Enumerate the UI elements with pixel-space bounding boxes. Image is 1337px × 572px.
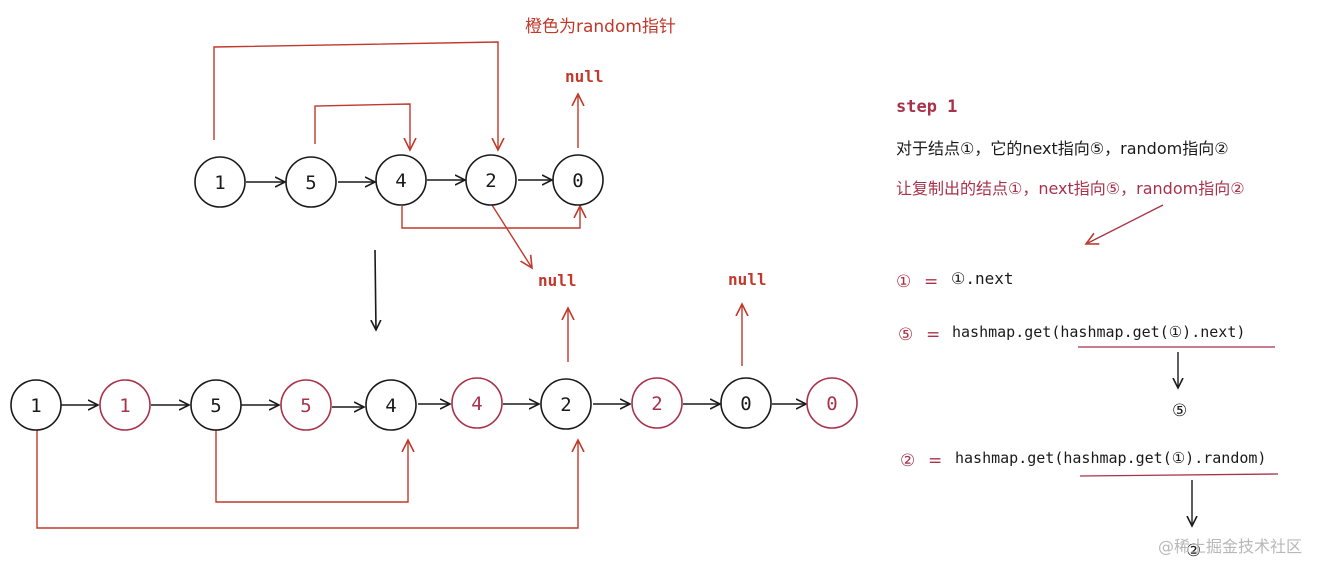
legend-text: 橙色为random指针 [525,17,676,37]
top-node-0-label: 0 [572,170,583,192]
bottom-node-orig-1: 1 [10,379,62,431]
bottom-node-copy-0: 0 [806,377,858,429]
bottom-node-orig-2-label: 2 [560,394,571,416]
top-node-4-label: 4 [395,170,406,192]
top-node-2-label: 2 [485,170,496,192]
bottom-random-5-to-4 [215,430,408,503]
note-pointer-arrow [1086,204,1164,244]
bottom-node-orig-4-label: 4 [385,395,396,417]
step-title: step 1 [896,97,957,117]
eq3-underline [1079,473,1279,477]
bottom-random-1-to-2 [36,430,578,529]
eq1-op: = [924,272,938,292]
eq3-lhs: ② [900,451,915,471]
top-node-1: 1 [194,156,246,208]
top-node-2: 2 [465,154,517,206]
top-node-5-label: 5 [305,172,316,194]
top-random-5-to-4 [314,103,410,150]
bottom-node-copy-5-label: 5 [300,395,311,417]
bottom-null-label: null [728,270,767,289]
eq3-rhs: hashmap.get(hashmap.get(①).random) [955,449,1266,467]
top-random-1-to-2 [213,41,498,150]
bottom-node-orig-5-label: 5 [210,395,221,417]
top-node-4: 4 [375,154,427,206]
bottom-node-copy-0-label: 0 [826,393,837,415]
bottom-node-orig-2: 2 [540,378,592,430]
bottom-node-copy-1: 1 [99,379,151,431]
top-list: 1 5 4 2 0 null null [194,41,604,290]
top-random-4-to-0 [401,206,580,229]
bottom-node-copy-4-label: 4 [471,393,482,415]
eq3-op: = [928,451,942,471]
bottom-node-orig-4: 4 [365,379,417,431]
top-node-0: 0 [552,154,604,206]
eq2-op: = [926,325,940,345]
eq1-rhs: ①.next [951,269,1014,288]
bottom-node-orig-1-label: 1 [30,395,41,417]
bottom-node-orig-0-label: 0 [740,393,751,415]
notes-panel: step 1 对于结点①，它的next指向⑤，random指向② 让复制出的结点… [896,97,1279,561]
transition-arrow-down [375,249,376,330]
eq1-lhs: ① [896,272,911,292]
bottom-node-copy-2-label: 2 [651,393,662,415]
bottom-node-copy-5: 5 [280,379,332,431]
eq2-rhs: hashmap.get(hashmap.get(①).next) [952,323,1245,341]
top-null-label-up: null [565,67,604,86]
bottom-node-orig-5: 5 [190,379,242,431]
top-node-5: 5 [285,156,337,208]
bottom-node-copy-4: 4 [451,377,503,429]
top-random-2-to-null [491,204,532,268]
note-line-2: 让复制出的结点①，next指向⑤，random指向② [896,179,1245,198]
eq2-result: ⑤ [1172,401,1187,421]
note-line-1: 对于结点①，它的next指向⑤，random指向② [896,139,1229,158]
eq3-result: ② [1186,541,1201,561]
bottom-node-copy-1-label: 1 [119,395,130,417]
top-node-1-label: 1 [214,172,225,194]
bottom-node-orig-0: 0 [720,377,772,429]
bottom-node-copy-2: 2 [631,377,683,429]
watermark: @稀土掘金技术社区 [1158,537,1302,556]
top-null-label-diag: null [538,271,577,290]
bottom-list: null 1 1 5 5 4 4 2 [10,270,858,529]
eq2-lhs: ⑤ [898,325,913,345]
